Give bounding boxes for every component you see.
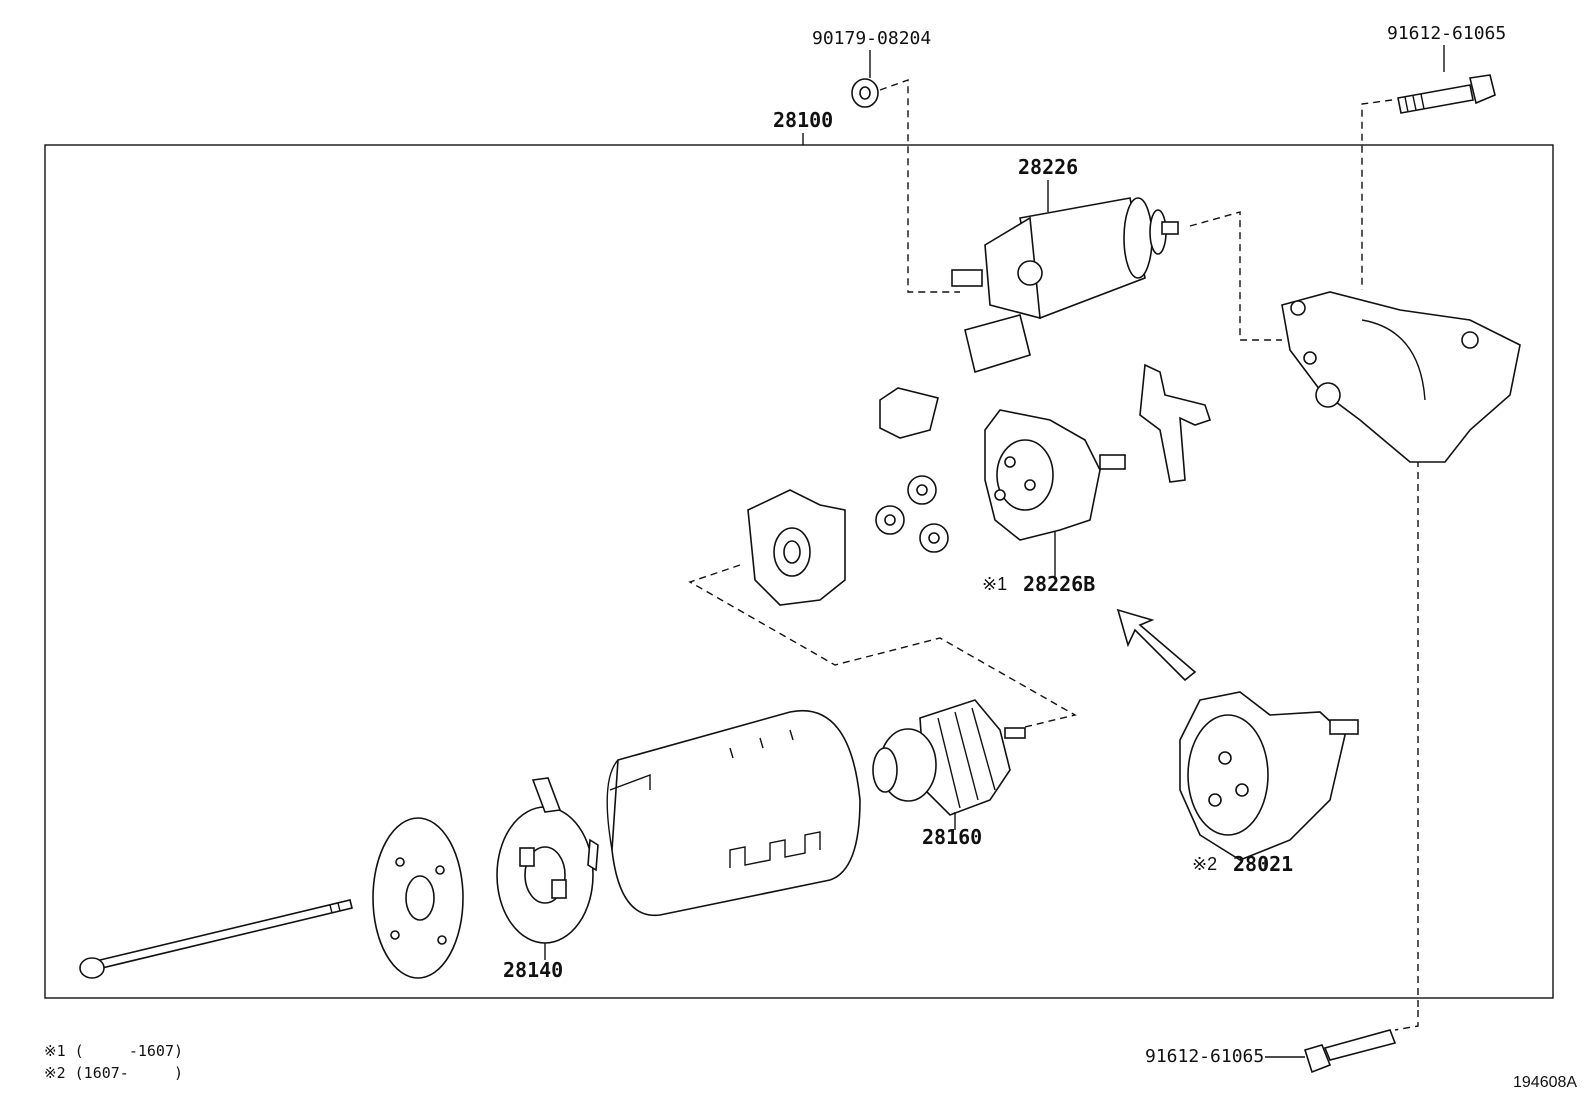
label-28160[interactable]: 28160 <box>922 825 983 849</box>
brush-holder-icon <box>496 777 599 960</box>
nut-icon <box>851 50 879 108</box>
mark-2: ※2 <box>1192 854 1218 874</box>
assembly-frame <box>44 144 1554 999</box>
label-28226B[interactable]: 28226B <box>1023 572 1096 596</box>
solenoid-switch-icon <box>951 180 1179 374</box>
direction-arrow-icon <box>1116 608 1197 682</box>
yoke-housing-icon <box>606 710 861 917</box>
mark-1: ※1 <box>982 574 1008 594</box>
label-28226[interactable]: 28226 <box>1018 155 1079 179</box>
bolt-top-icon <box>1397 45 1496 114</box>
gear-assembly-icon <box>1179 691 1359 870</box>
clutch-b-icon <box>984 409 1126 580</box>
drive-lever-icon <box>1139 363 1212 483</box>
end-cover-icon <box>747 489 846 606</box>
label-28140[interactable]: 28140 <box>503 958 564 982</box>
label-28100[interactable]: 28100 <box>773 108 834 132</box>
note-1: ※1 ( -1607) <box>44 1042 183 1060</box>
label-91612-61065-bottom[interactable]: 91612-61065 <box>1145 1046 1265 1067</box>
planetary-gear-icon <box>875 475 949 553</box>
label-28021[interactable]: 28021 <box>1233 852 1294 876</box>
armature-icon <box>872 699 1026 830</box>
end-plate-icon <box>372 817 464 979</box>
label-90179-08204[interactable]: 90179-08204 <box>812 28 932 49</box>
figure-reference: 194608A <box>1513 1074 1578 1091</box>
note-2: ※2 (1607- ) <box>44 1064 183 1082</box>
retainer-block-icon <box>879 387 939 439</box>
bolt-bottom-icon <box>1265 1029 1397 1074</box>
label-91612-61065-top[interactable]: 91612-61065 <box>1387 23 1507 44</box>
drive-housing-icon <box>1281 291 1521 463</box>
through-bolt-icon <box>79 899 353 979</box>
